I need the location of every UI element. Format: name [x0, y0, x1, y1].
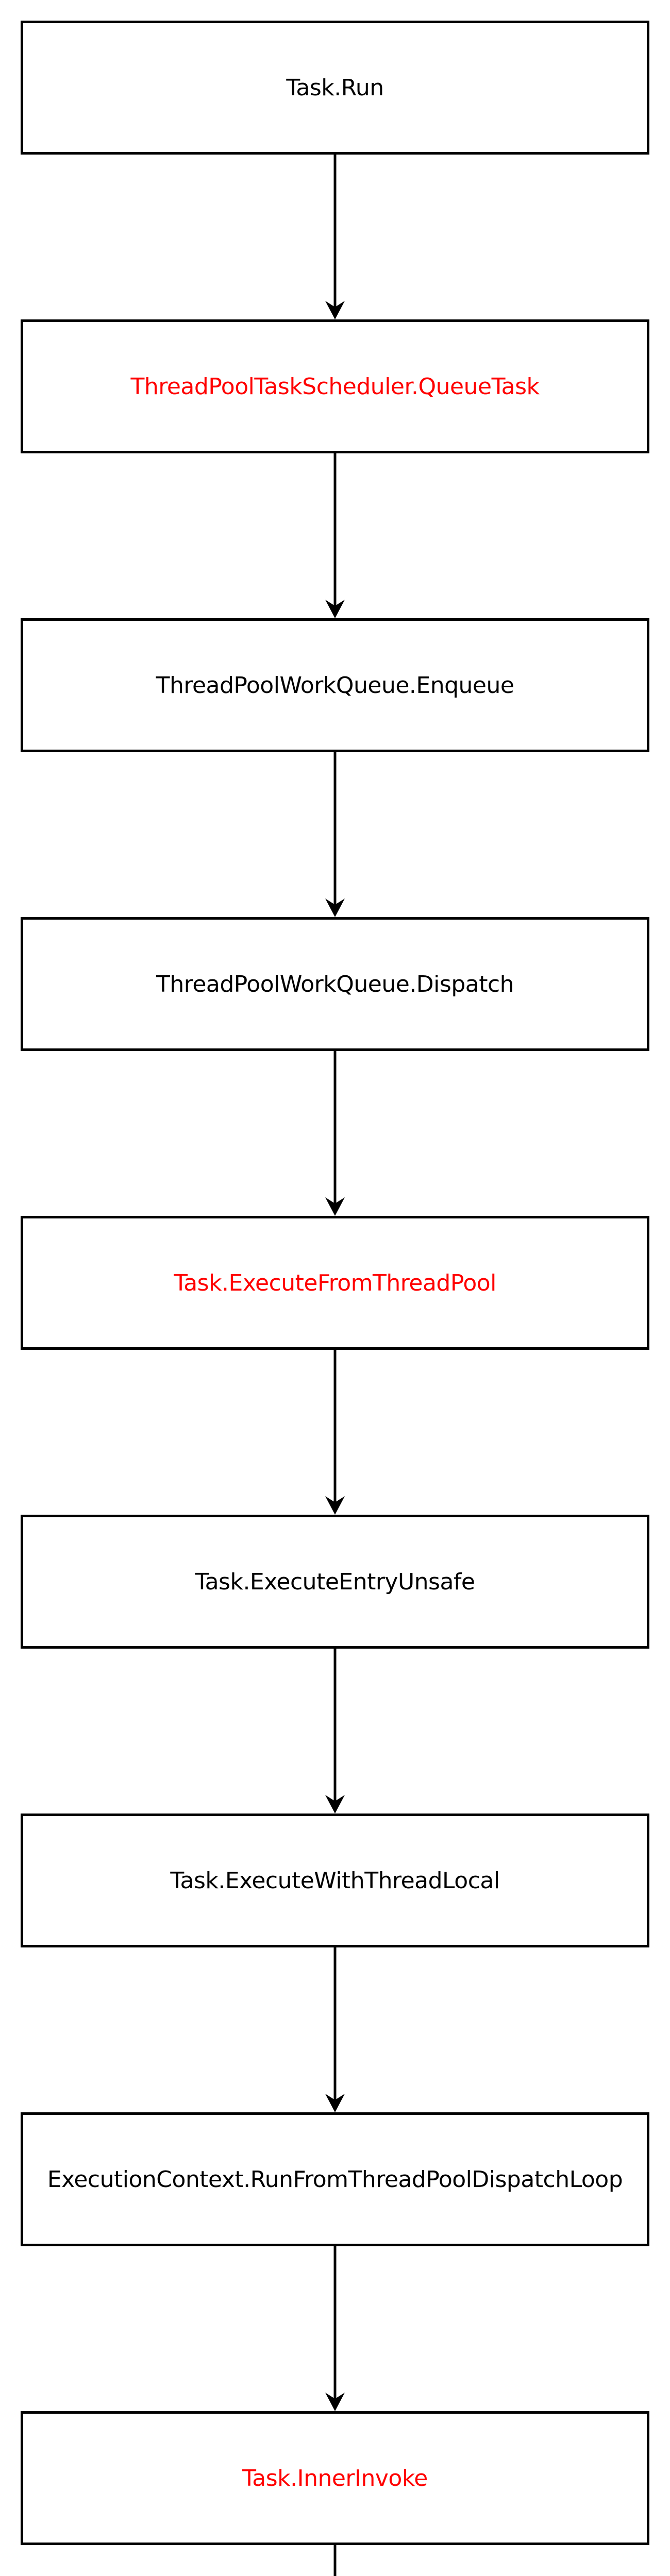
arrow-line — [333, 1051, 337, 1204]
flow-node-label: ThreadPoolTaskScheduler.QueueTask — [130, 373, 540, 400]
arrow-line — [333, 752, 337, 905]
flow-node-label: Task.ExecuteWithThreadLocal — [170, 1867, 500, 1894]
flow-node-inner-invoke: Task.InnerInvoke — [21, 2411, 649, 2545]
arrow-head-icon — [325, 301, 345, 319]
flow-node-execute-from-threadpool: Task.ExecuteFromThreadPool — [21, 1216, 649, 1350]
flow-node-label: Task.InnerInvoke — [242, 2465, 428, 2492]
flow-arrow — [325, 1051, 345, 1216]
flow-node-label: ExecutionContext.RunFromThreadPoolDispat… — [47, 2166, 623, 2193]
flow-node-label: ThreadPoolWorkQueue.Dispatch — [156, 971, 514, 997]
flow-node-workqueue-enqueue: ThreadPoolWorkQueue.Enqueue — [21, 618, 649, 752]
flow-arrow — [325, 1947, 345, 2112]
flow-node-execute-entry-unsafe: Task.ExecuteEntryUnsafe — [21, 1515, 649, 1649]
arrow-head-icon — [325, 2094, 345, 2112]
flow-arrow — [325, 453, 345, 618]
arrow-head-icon — [325, 600, 345, 618]
arrow-head-icon — [325, 1496, 345, 1515]
arrow-line — [333, 453, 337, 606]
flow-node-execute-with-threadlocal: Task.ExecuteWithThreadLocal — [21, 1814, 649, 1947]
arrow-head-icon — [325, 1197, 345, 1216]
arrow-line — [333, 2246, 337, 2399]
arrow-line — [333, 1649, 337, 1801]
flow-node-queue-task: ThreadPoolTaskScheduler.QueueTask — [21, 319, 649, 453]
arrow-head-icon — [325, 1795, 345, 1814]
flow-node-label: Task.ExecuteFromThreadPool — [174, 1269, 496, 1296]
flow-arrow — [325, 2246, 345, 2411]
arrow-line — [333, 2545, 337, 2576]
arrow-head-icon — [325, 899, 345, 917]
arrow-line — [333, 1947, 337, 2100]
flow-arrow — [325, 2545, 345, 2576]
flow-node-workqueue-dispatch: ThreadPoolWorkQueue.Dispatch — [21, 917, 649, 1051]
flow-node-label: Task.ExecuteEntryUnsafe — [195, 1568, 475, 1595]
arrow-line — [333, 155, 337, 307]
flow-node-label: ThreadPoolWorkQueue.Enqueue — [156, 672, 514, 699]
flow-arrow — [325, 1649, 345, 1814]
flow-arrow — [325, 1350, 345, 1515]
flow-node-run-from-dispatch-loop: ExecutionContext.RunFromThreadPoolDispat… — [21, 2112, 649, 2246]
flow-arrow — [325, 155, 345, 319]
arrow-head-icon — [325, 2393, 345, 2411]
flow-arrow — [325, 752, 345, 917]
flow-node-task-run: Task.Run — [21, 21, 649, 155]
flow-node-label: Task.Run — [286, 74, 384, 101]
arrow-line — [333, 1350, 337, 1502]
